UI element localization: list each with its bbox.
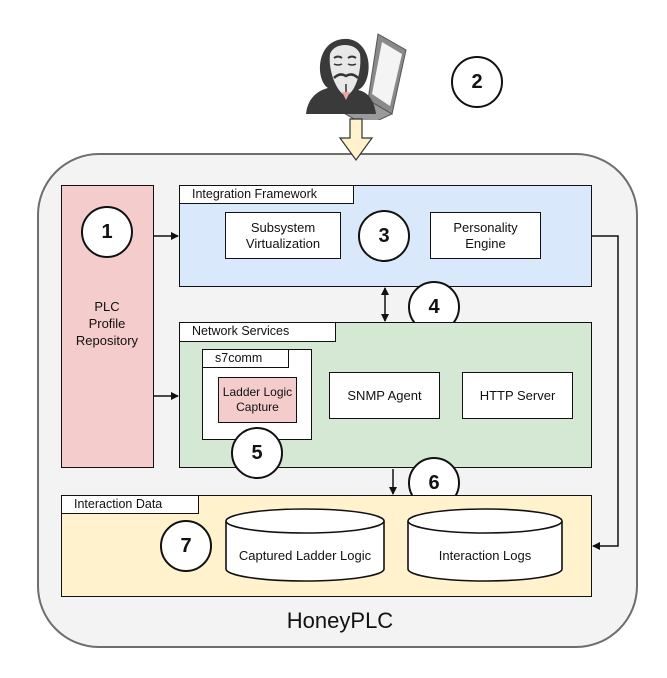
ladder-logic-capture-line: Capture	[236, 400, 279, 414]
hacker-with-laptop-icon	[306, 30, 426, 127]
http-server: HTTP Server	[462, 372, 573, 419]
entry-arrow-icon	[338, 118, 374, 162]
personality-engine-line: Engine	[465, 235, 506, 251]
snmp-agent: SNMP Agent	[329, 372, 440, 419]
system-label: HoneyPLC	[286, 608, 394, 633]
captured-ladder-logic-label: Captured Ladder Logic	[238, 547, 372, 563]
ladder-logic-capture: Ladder Logic Capture	[218, 377, 297, 423]
personality-engine: Personality Engine	[430, 212, 541, 259]
subsystem-virtualization-line: Subsystem	[250, 219, 316, 235]
interaction-logs-label: Interaction Logs	[438, 547, 532, 563]
subsystem-virtualization: Subsystem Virtualization	[225, 212, 341, 259]
interaction-logs-store: Interaction Logs	[406, 507, 564, 583]
repository-label-line: Profile	[88, 316, 126, 331]
repository-label-line: PLC	[94, 299, 120, 314]
step-5-badge: 5	[231, 427, 283, 479]
subsystem-virtualization-line: Virtualization	[245, 235, 321, 251]
step-2-badge: 2	[451, 56, 503, 108]
repository-label-line: Repository	[75, 333, 139, 348]
s7comm-title: s7comm	[202, 349, 289, 368]
personality-engine-line: Personality	[453, 219, 518, 235]
network-services-title: Network Services	[179, 322, 336, 342]
arrow-integration-to-data	[592, 235, 619, 550]
ladder-logic-capture-line: Ladder Logic	[222, 385, 293, 399]
captured-ladder-logic-store: Captured Ladder Logic	[224, 507, 386, 583]
step-3-badge: 3	[358, 210, 410, 262]
integration-framework-title: Integration Framework	[179, 185, 354, 204]
step-1-badge: 1	[81, 206, 133, 258]
interaction-data-title: Interaction Data	[61, 495, 199, 514]
step-7-badge: 7	[160, 520, 212, 572]
